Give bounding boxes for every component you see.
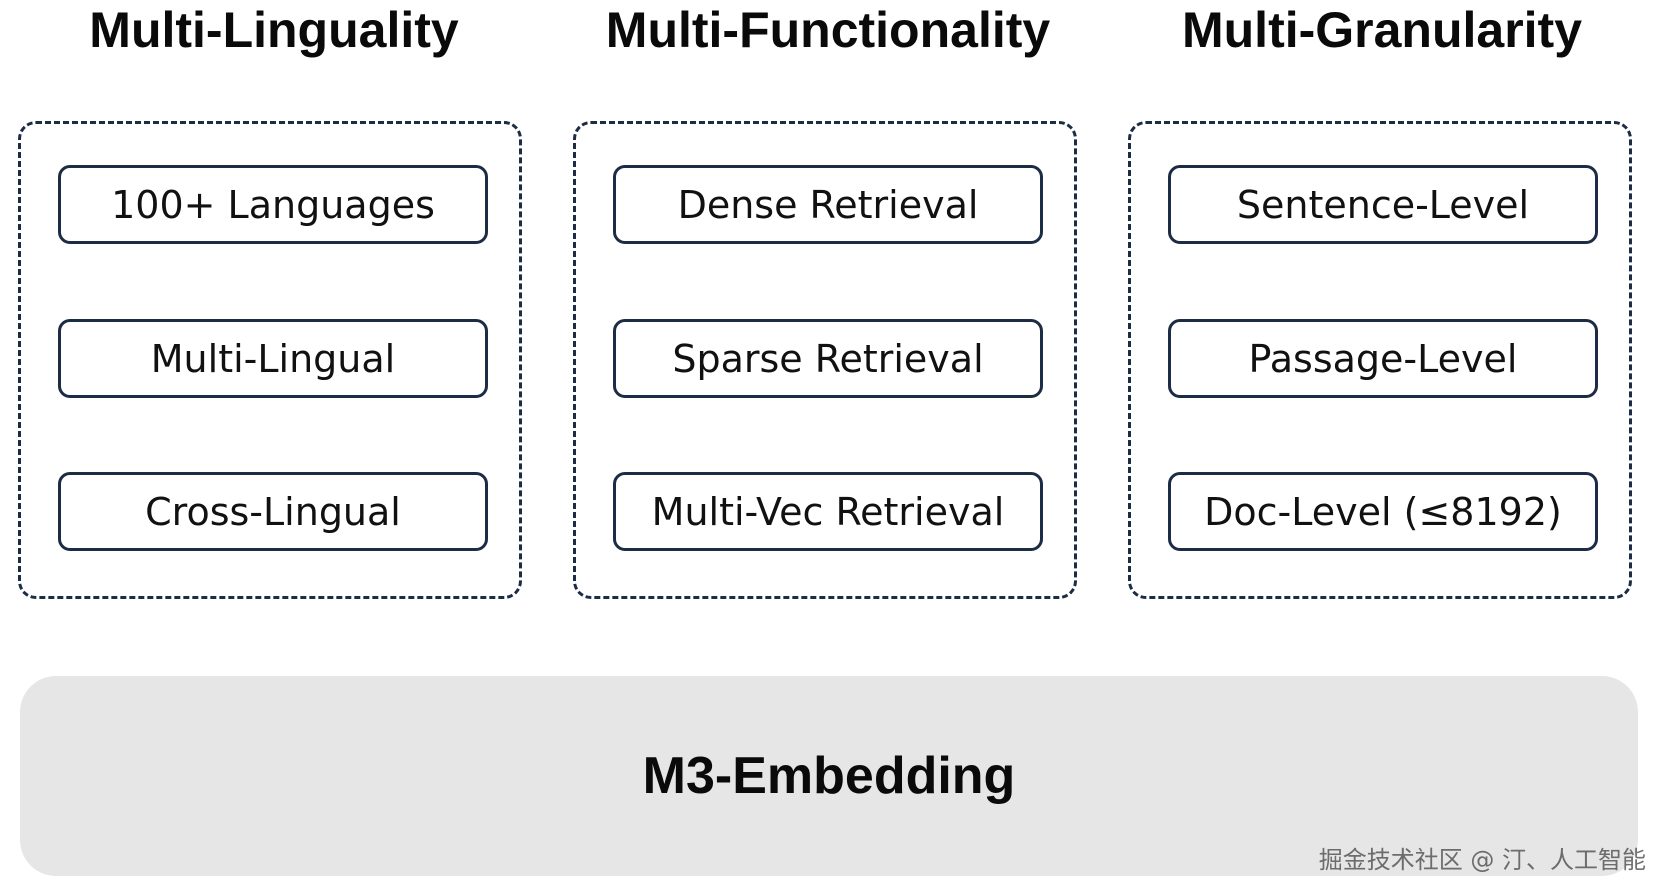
- column-title-multi-linguality: Multi-Linguality: [89, 2, 459, 58]
- item-doc-level: Doc-Level (≤8192): [1168, 472, 1598, 551]
- group-frame-multi-granularity: [1128, 121, 1632, 599]
- group-frame-multi-functionality: [573, 121, 1077, 599]
- item-multi-vec-retrieval: Multi-Vec Retrieval: [613, 472, 1043, 551]
- group-frame-multi-linguality: [18, 121, 522, 599]
- m3-embedding-base: M3-Embedding: [20, 676, 1638, 876]
- item-sentence-level: Sentence-Level: [1168, 165, 1598, 244]
- item-passage-level: Passage-Level: [1168, 319, 1598, 398]
- column-title-multi-granularity: Multi-Granularity: [1181, 2, 1583, 58]
- item-sparse-retrieval: Sparse Retrieval: [613, 319, 1043, 398]
- item-100-languages: 100+ Languages: [58, 165, 488, 244]
- column-title-multi-functionality: Multi-Functionality: [605, 2, 1051, 58]
- m3-embedding-label: M3-Embedding: [642, 747, 1016, 805]
- item-multi-lingual: Multi-Lingual: [58, 319, 488, 398]
- item-cross-lingual: Cross-Lingual: [58, 472, 488, 551]
- watermark-text: 掘金技术社区 @ 汀、人工智能: [1318, 846, 1646, 874]
- item-dense-retrieval: Dense Retrieval: [613, 165, 1043, 244]
